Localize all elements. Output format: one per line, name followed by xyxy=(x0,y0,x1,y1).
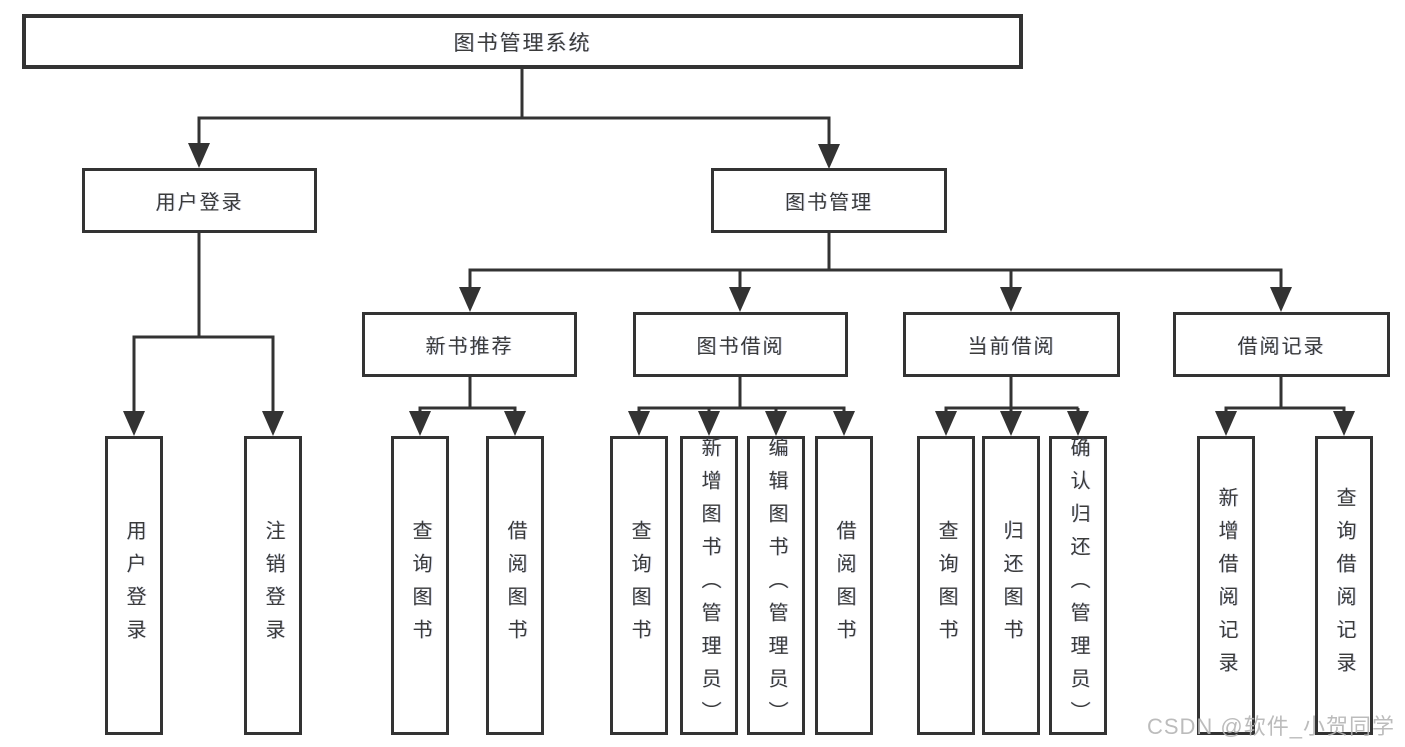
node-new-book-recommend: 新书推荐 xyxy=(362,312,577,377)
node-library-management-system: 图书管理系统 xyxy=(22,14,1023,69)
leaf-query-books-current: 查询图书 xyxy=(917,436,975,735)
leaf-query-books-recommend-label: 查询图书 xyxy=(409,519,431,652)
leaf-add-book-admin-label: 新增图书（管理员） xyxy=(698,437,720,734)
leaf-borrow-books-borrowing: 借阅图书 xyxy=(815,436,873,735)
leaf-return-books: 归还图书 xyxy=(982,436,1040,735)
leaf-add-book-admin: 新增图书（管理员） xyxy=(680,436,738,735)
node-current-borrowing: 当前借阅 xyxy=(903,312,1120,377)
branch-new-book-recommend xyxy=(418,377,517,430)
branch-user-login-arrowheads xyxy=(123,411,284,436)
branch-borrowing-records-arrowheads xyxy=(1215,411,1355,436)
leaf-edit-book-admin: 编辑图书（管理员） xyxy=(747,436,805,735)
branch-root-arrowheads xyxy=(188,143,840,169)
leaf-confirm-return-admin: 确认归还（管理员） xyxy=(1049,436,1107,735)
leaf-borrow-books-recommend: 借阅图书 xyxy=(486,436,544,735)
leaf-borrow-books-borrowing-label: 借阅图书 xyxy=(833,519,855,652)
node-book-management: 图书管理 xyxy=(711,168,947,233)
branch-book-management-arrowheads xyxy=(459,287,1292,312)
branch-user-login xyxy=(132,233,275,430)
leaf-borrow-books-recommend-label: 借阅图书 xyxy=(504,519,526,652)
leaf-query-books-recommend: 查询图书 xyxy=(391,436,449,735)
leaf-logout-login: 注销登录 xyxy=(244,436,302,735)
node-borrowing-records: 借阅记录 xyxy=(1173,312,1390,377)
leaf-query-books-current-label: 查询图书 xyxy=(935,519,957,652)
leaf-add-borrow-record-label: 新增借阅记录 xyxy=(1215,486,1237,685)
branch-book-borrowing xyxy=(637,377,846,430)
leaf-query-books-borrowing: 查询图书 xyxy=(610,436,668,735)
branch-borrowing-records xyxy=(1224,377,1346,430)
leaf-user-login: 用户登录 xyxy=(105,436,163,735)
leaf-logout-login-label: 注销登录 xyxy=(262,519,284,652)
node-user-login: 用户登录 xyxy=(82,168,317,233)
branch-root xyxy=(197,69,831,163)
leaf-edit-book-admin-label: 编辑图书（管理员） xyxy=(765,437,787,734)
branch-new-book-recommend-arrowheads xyxy=(409,411,526,436)
branch-book-borrowing-arrowheads xyxy=(628,411,855,436)
leaf-query-borrow-record-label: 查询借阅记录 xyxy=(1333,486,1355,685)
node-book-borrowing: 图书借阅 xyxy=(633,312,848,377)
leaf-confirm-return-admin-label: 确认归还（管理员） xyxy=(1067,437,1089,734)
leaf-return-books-label: 归还图书 xyxy=(1000,519,1022,652)
csdn-watermark: CSDN @软件_小贺同学 xyxy=(1146,714,1395,739)
branch-current-borrowing-arrowheads xyxy=(935,411,1089,436)
leaf-add-borrow-record: 新增借阅记录 xyxy=(1197,436,1255,735)
branch-book-management xyxy=(468,233,1283,306)
leaf-query-books-borrowing-label: 查询图书 xyxy=(628,519,650,652)
leaf-user-login-label: 用户登录 xyxy=(123,519,145,652)
leaf-query-borrow-record: 查询借阅记录 xyxy=(1315,436,1373,735)
